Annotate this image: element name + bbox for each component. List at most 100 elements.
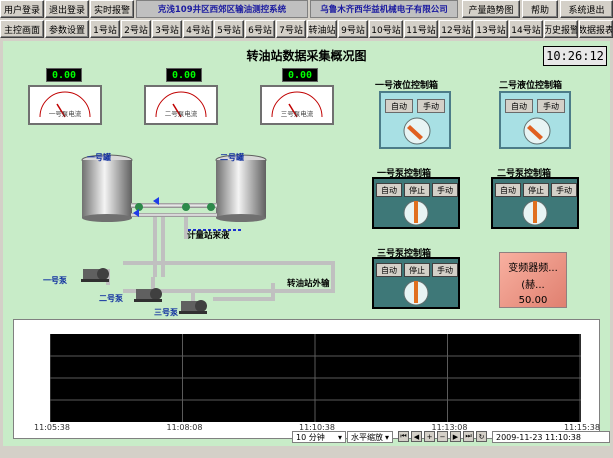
- export-label: 转油站外输: [287, 279, 330, 289]
- x-tick-label: 11:05:38: [34, 423, 70, 432]
- x-tick-label: 11:15:38: [564, 423, 600, 432]
- selector-knob-icon[interactable]: [402, 199, 430, 227]
- pump2-label: 二号泵: [99, 294, 123, 303]
- pump1-icon: [81, 268, 109, 282]
- x-tick-label: 11:13:08: [431, 423, 468, 432]
- chart-datetime: 2009-11-23 11:10:38: [492, 431, 610, 443]
- nav-button-11[interactable]: 10号站: [369, 20, 403, 38]
- tank1-label: 一号罐: [87, 153, 111, 162]
- vfd-unit: (赫...: [521, 280, 545, 291]
- vfd-label: 变频器频...: [508, 263, 558, 274]
- pump-control-box-1: 自动 停止 手动: [372, 177, 460, 229]
- zoom-select[interactable]: 水平缩放▾: [347, 431, 393, 443]
- stop-button[interactable]: 停止: [404, 183, 430, 197]
- selector-knob-icon[interactable]: [521, 115, 553, 147]
- interval-select[interactable]: 10 分钟▾: [292, 431, 346, 443]
- gauge-dial-icon: [155, 91, 207, 118]
- zoom-in-icon[interactable]: +: [424, 431, 435, 442]
- nav-button-14[interactable]: 13号站: [474, 20, 508, 38]
- stop-button[interactable]: 停止: [523, 183, 549, 197]
- pump2-current-gauge: 二号泵电流: [144, 85, 218, 125]
- help-button[interactable]: 帮助: [522, 0, 558, 18]
- nav-button-15[interactable]: 14号站: [509, 20, 543, 38]
- vfd-frequency-panel: 变频器频... (赫... 50.00: [499, 252, 567, 308]
- nav-button-5[interactable]: 4号站: [183, 20, 213, 38]
- nav-button-13[interactable]: 12号站: [439, 20, 473, 38]
- pump2-icon: [134, 288, 162, 302]
- level-control-box-2: 自动 手动: [499, 91, 571, 149]
- gauge-label: 二号泵电流: [164, 110, 198, 118]
- selector-knob-icon[interactable]: [521, 199, 549, 227]
- x-tick-label: 11:08:08: [166, 423, 203, 432]
- auto-button[interactable]: 自动: [385, 99, 413, 113]
- system-title-banner: 克浅109井区西郊区输油测控系统: [136, 0, 308, 18]
- nav-button-6[interactable]: 5号站: [214, 20, 244, 38]
- refresh-icon[interactable]: ↻: [476, 431, 487, 442]
- nav-button-9[interactable]: 转油站: [307, 20, 337, 38]
- nav-button-1[interactable]: 参数设置: [45, 20, 89, 38]
- exit-system-button[interactable]: 系统退出: [560, 0, 613, 18]
- company-banner: 乌鲁木齐西华益机械电子有限公司: [310, 0, 458, 18]
- level-box-2-title: 二号液位控制箱: [499, 81, 563, 91]
- nav-button-7[interactable]: 6号站: [245, 20, 275, 38]
- nav-button-12[interactable]: 11号站: [404, 20, 438, 38]
- main-panel: 转油站数据采集概况图 10:26:12 0.00 一号泵电流 0.00 二号泵电…: [3, 41, 610, 446]
- nav-button-0[interactable]: 主控画面: [0, 20, 44, 38]
- nav-button-4[interactable]: 3号站: [152, 20, 182, 38]
- zoom-out-icon[interactable]: −: [437, 431, 448, 442]
- auto-button[interactable]: 自动: [495, 183, 521, 197]
- auto-button[interactable]: 自动: [376, 183, 402, 197]
- manual-button[interactable]: 手动: [432, 183, 458, 197]
- pump-box-2-title: 二号泵控制箱: [497, 169, 552, 179]
- first-icon[interactable]: ⏮: [398, 431, 409, 442]
- valve-icon: [182, 203, 190, 211]
- level-box-1-title: 一号液位控制箱: [375, 81, 439, 91]
- pump2-current-display: 0.00: [166, 68, 202, 82]
- nav-button-8[interactable]: 7号站: [276, 20, 306, 38]
- gauge-label: 三号泵电流: [280, 110, 314, 118]
- tank2-label: 二号罐: [220, 153, 244, 162]
- user-login-button[interactable]: 用户登录: [0, 0, 44, 18]
- manual-button[interactable]: 手动: [537, 99, 565, 113]
- logout-button[interactable]: 退出登录: [45, 0, 89, 18]
- pump1-label: 一号泵: [43, 276, 67, 285]
- pump-control-box-2: 自动 停止 手动: [491, 177, 579, 229]
- tank1-icon: [81, 154, 133, 222]
- last-icon[interactable]: ⏭: [463, 431, 474, 442]
- realtime-alarm-button[interactable]: 实时报警: [90, 0, 134, 18]
- gauge-dial-icon: [39, 91, 91, 118]
- tank2-icon: [215, 154, 267, 222]
- pump-control-box-3: 自动 停止 手动: [372, 257, 460, 309]
- pump3-current-display: 0.00: [282, 68, 318, 82]
- nav-button-3[interactable]: 2号站: [121, 20, 151, 38]
- pump1-current-gauge: 一号泵电流: [28, 85, 102, 125]
- selector-knob-icon[interactable]: [401, 115, 433, 147]
- trend-plot-area: [49, 334, 581, 422]
- selector-knob-icon[interactable]: [402, 279, 430, 307]
- nav-button-17[interactable]: 数据报表: [579, 20, 613, 38]
- auto-button[interactable]: 自动: [505, 99, 533, 113]
- next-icon[interactable]: ▶: [450, 431, 461, 442]
- pump-box-3-title: 三号泵控制箱: [377, 249, 432, 259]
- manual-button[interactable]: 手动: [432, 263, 458, 277]
- pump3-icon: [179, 300, 207, 314]
- stop-button[interactable]: 停止: [404, 263, 430, 277]
- prev-icon[interactable]: ◀: [411, 431, 422, 442]
- manual-button[interactable]: 手动: [417, 99, 445, 113]
- valve-icon: [207, 203, 215, 211]
- piping-diagram: [81, 154, 335, 314]
- level-control-box-1: 自动 手动: [379, 91, 451, 149]
- page-title: 转油站数据采集概况图: [246, 49, 367, 63]
- vfd-value: 50.00: [518, 295, 548, 306]
- trend-graph-button[interactable]: 产量趋势图: [462, 0, 520, 18]
- clock-display: 10:26:12: [543, 46, 607, 66]
- auto-button[interactable]: 自动: [376, 263, 402, 277]
- pump3-label: 三号泵: [154, 308, 178, 317]
- nav-button-16[interactable]: 历史报警: [544, 20, 578, 38]
- gauge-label: 一号泵电流: [48, 110, 82, 118]
- nav-button-10[interactable]: 9号站: [338, 20, 368, 38]
- nav-button-2[interactable]: 1号站: [90, 20, 120, 38]
- manual-button[interactable]: 手动: [551, 183, 577, 197]
- pump3-current-gauge: 三号泵电流: [260, 85, 334, 125]
